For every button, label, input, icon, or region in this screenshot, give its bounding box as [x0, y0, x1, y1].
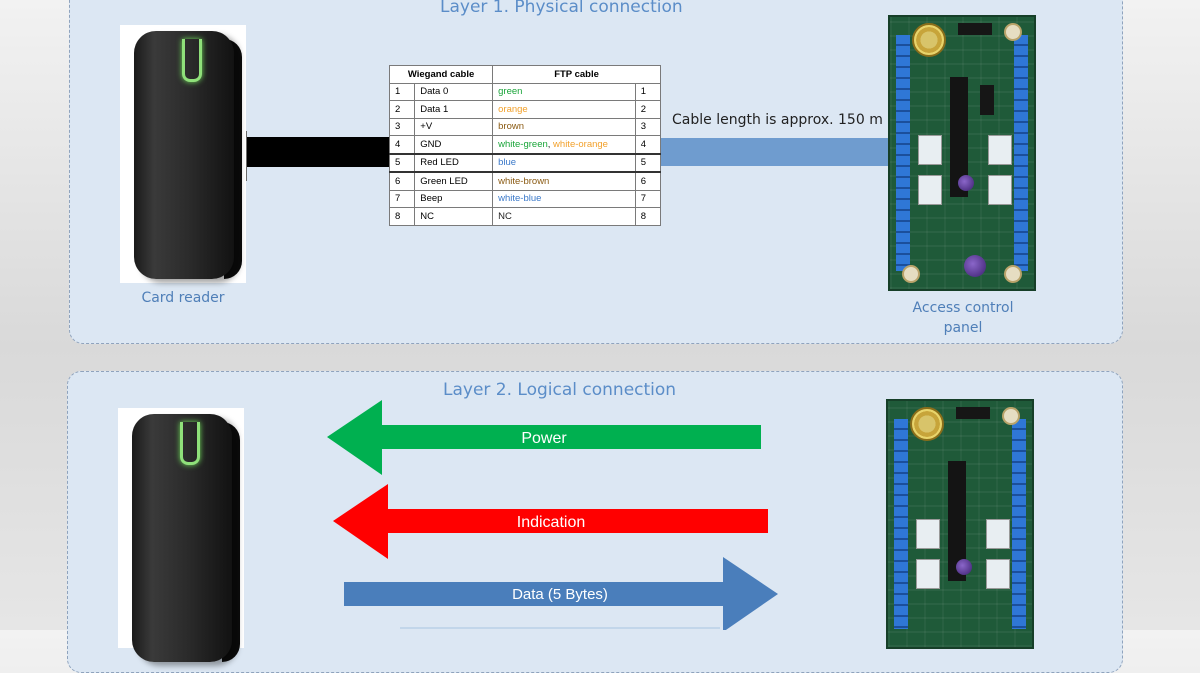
- access-control-board-image: [888, 15, 1036, 291]
- wire-color-text: brown: [498, 121, 524, 133]
- ftp-pin: 3: [634, 117, 662, 136]
- ftp-wire-color: NC: [492, 207, 636, 226]
- card-reader-image: [120, 25, 246, 283]
- row-number: 4: [388, 135, 416, 154]
- indication-arrow: Indication: [333, 484, 768, 559]
- wire-color-text: orange: [498, 103, 528, 115]
- power-arrow: Power: [327, 400, 761, 475]
- wire-color-text: white-blue: [498, 193, 542, 205]
- access-control-panel-caption: Access control panel: [888, 298, 1038, 338]
- access-control-board-image-2: [886, 399, 1034, 649]
- logical-arrows: Power Indication Data (5 Bytes): [327, 400, 778, 630]
- wire-color-text: green: [498, 86, 523, 98]
- data-arrow-label: Data (5 Bytes): [512, 586, 608, 603]
- ftp-pin: 6: [634, 171, 662, 191]
- row-number: 5: [388, 152, 416, 173]
- panel-caption-line1: Access control: [912, 300, 1014, 316]
- wire-color-text: white-brown: [498, 175, 550, 187]
- reader-led-icon-2: [180, 422, 200, 465]
- row-number: 8: [388, 207, 416, 226]
- card-reader-image-2: [118, 408, 244, 662]
- data-arrow: Data (5 Bytes): [344, 557, 778, 630]
- wire-color-text: NC: [498, 210, 512, 222]
- black-cable: [244, 137, 390, 167]
- wiegand-signal: NC: [414, 207, 494, 226]
- row-number: 6: [388, 171, 416, 191]
- layer1-title: Layer 1. Physical connection: [440, 0, 683, 17]
- reader-led-icon: [182, 39, 202, 82]
- wire-color-text: ,: [547, 138, 554, 150]
- cable-length-label: Cable length is approx. 150 m: [672, 112, 883, 128]
- layer2-title: Layer 2. Logical connection: [443, 380, 677, 400]
- wire-color-text: blue: [498, 157, 517, 169]
- wiegand-signal: Green LED: [414, 171, 494, 191]
- power-arrow-label: Power: [521, 430, 567, 447]
- wire-color-text: white-green: [498, 138, 548, 150]
- blue-cable: [661, 138, 890, 166]
- ftp-wire-color: white-brown: [492, 171, 636, 191]
- ftp-pin: 8: [634, 207, 662, 226]
- indication-arrow-label: Indication: [517, 514, 586, 531]
- panel-caption-line2: panel: [943, 320, 983, 336]
- wire-color-text: white-orange: [553, 138, 608, 150]
- wiring-table-header: Wiegand cable FTP cable: [388, 65, 661, 84]
- card-reader-caption: Card reader: [141, 290, 225, 306]
